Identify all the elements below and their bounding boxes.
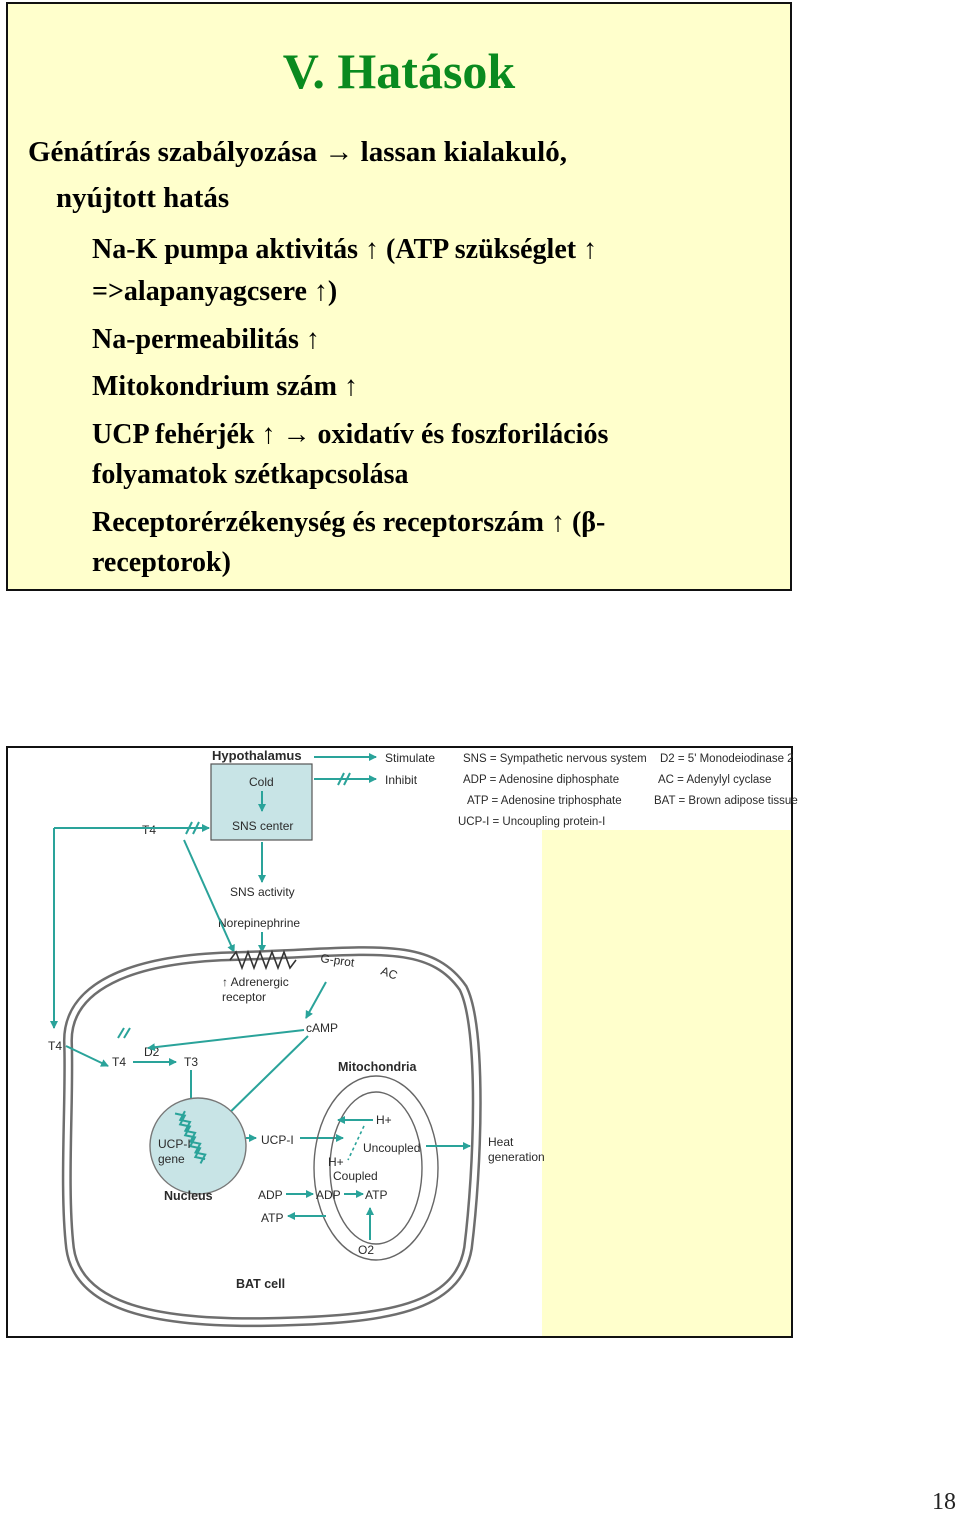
- legend-d2: D2 = 5' Monodeiodinase 2: [660, 753, 794, 765]
- cold-label: Cold: [249, 775, 274, 789]
- ac-label: AC: [379, 964, 400, 983]
- ac-to-camp-arrow: [305, 981, 327, 1019]
- nucleus-label: Nucleus: [164, 1189, 213, 1203]
- text-slide: V. Hatások Génátírás szabályozása → lass…: [6, 2, 792, 591]
- mitochondria-label: Mitochondria: [338, 1060, 418, 1074]
- camp-to-d2-arrow: [147, 1029, 305, 1052]
- bullet-line-5-cont: folyamatok szétkapcsolása: [92, 459, 409, 490]
- camp-to-nucleus-arrow: [217, 1035, 309, 1125]
- uncoupled-label: Uncoupled: [363, 1141, 420, 1155]
- inhibit-label: Inhibit: [385, 773, 418, 787]
- coupled-label: Coupled: [333, 1169, 378, 1183]
- t4-inhibit-hatch: [185, 821, 200, 835]
- t4-top-label: T4: [142, 823, 156, 837]
- camp-label: cAMP: [306, 1021, 338, 1035]
- mitochondria-outer: [313, 1075, 439, 1261]
- mitochondria-inner: [329, 1091, 423, 1245]
- adp-left-label: ADP: [258, 1188, 283, 1202]
- sns-activity-label: SNS activity: [230, 885, 295, 899]
- bullet-line-4: Mitokondrium szám ↑: [92, 371, 358, 402]
- t4-left-label: T4: [48, 1039, 62, 1053]
- legend-bat: BAT = Brown adipose tissue: [654, 795, 798, 807]
- dna-helix: [174, 1110, 207, 1164]
- o2-label: O2: [358, 1243, 374, 1257]
- bullet-line-1-cont: nyújtott hatás: [56, 182, 230, 214]
- hypothalamus-label: Hypothalamus: [212, 748, 302, 763]
- diagram-slide: Hypothalamus Cold SNS center Stimulate I…: [6, 746, 798, 1338]
- yellow-background-strip: [542, 830, 791, 1336]
- bat-cell-diagram: Hypothalamus Cold SNS center Stimulate I…: [48, 748, 798, 1328]
- slide-title: V. Hatások: [282, 43, 516, 99]
- bullet-line-6-cont: receptorok): [92, 547, 231, 578]
- bat-cell-label: BAT cell: [236, 1277, 285, 1291]
- bullet-line-2: Na-K pumpa aktivitás ↑ (ATP szükséglet ↑: [92, 234, 598, 265]
- adp-mid-label: ADP: [316, 1188, 341, 1202]
- legend-ac: AC = Adenylyl cyclase: [658, 774, 771, 786]
- t4-entry-arrow: [65, 1045, 109, 1067]
- uncoupled-dashed: [347, 1125, 365, 1161]
- d2-inhibit-hatch: [117, 1027, 131, 1039]
- stimulate-label: Stimulate: [385, 751, 435, 765]
- page-number: 18: [932, 1489, 956, 1515]
- legend-ucp: UCP-I = Uncoupling protein-I: [458, 816, 605, 828]
- bullet-line-5: UCP fehérjék ↑ → oxidatív és foszforilác…: [92, 419, 609, 450]
- h-plus-top: H+: [376, 1113, 392, 1127]
- legend-sns: SNS = Sympathetic nervous system: [463, 753, 647, 765]
- ucp-protein-label: UCP-I: [261, 1133, 294, 1147]
- atp-left-label: ATP: [261, 1211, 283, 1225]
- t3-label: T3: [184, 1055, 198, 1069]
- legend-adp: ADP = Adenosine diphosphate: [463, 774, 619, 786]
- bullet-line-1: Génátírás szabályozása → lassan kialakul…: [28, 136, 567, 168]
- bullet-line-6: Receptorérzékenység és receptorszám ↑ (β…: [92, 507, 606, 538]
- h-plus-mid: H+: [328, 1155, 344, 1169]
- bullet-line-2-cont: =>alapanyagcsere ↑): [92, 276, 338, 307]
- legend-atp: ATP = Adenosine triphosphate: [467, 795, 622, 807]
- t4-inner-label: T4: [112, 1055, 126, 1069]
- sns-center-label: SNS center: [232, 819, 293, 833]
- g-prot-label: G-prot: [320, 951, 356, 970]
- norepinephrine-label: Norepinephrine: [218, 916, 300, 930]
- sns-diag-arrow: [183, 839, 235, 953]
- inhibit-hatch: [337, 772, 351, 786]
- atp-mid-label: ATP: [365, 1188, 387, 1202]
- bullet-line-3: Na-permeabilitás ↑: [92, 324, 320, 355]
- adrenergic-receptor-shape: [229, 949, 297, 971]
